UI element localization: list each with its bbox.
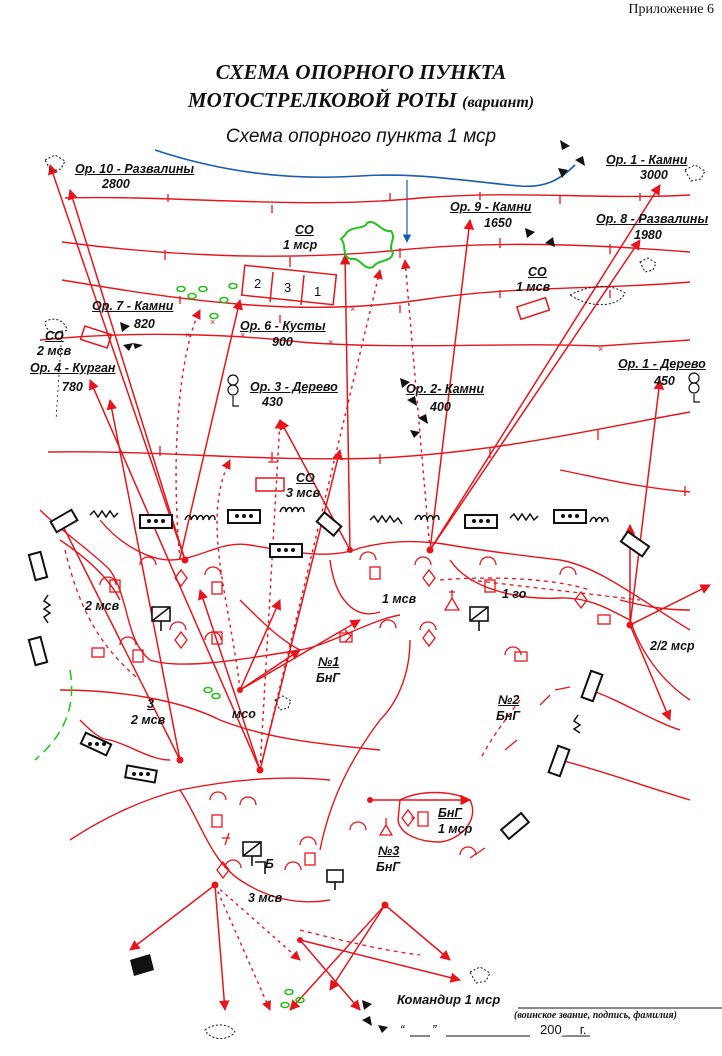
- bng1-label-top: №1: [318, 655, 340, 669]
- bng3-label-bottom: БнГ: [376, 860, 401, 874]
- co-3msv-label-bottom: 3 мсв: [286, 486, 321, 500]
- bng2-label-bottom: БнГ: [496, 709, 521, 723]
- position-dots: [176, 546, 634, 943]
- label-2-2msr: 2/2 мср: [650, 639, 695, 653]
- lines-small-triangles: [222, 590, 571, 859]
- landmark-4-label: Ор. 4 - Курган: [30, 361, 116, 375]
- landmark-2-label: Ор. 2- Камни: [406, 382, 484, 396]
- landmark-9-label: Ор. 9 - Камни: [450, 200, 532, 214]
- platoon-box-2: 2: [254, 276, 262, 291]
- fire-arrows: [48, 164, 711, 1012]
- green-dashed-line: [34, 669, 73, 761]
- svg-text:×: ×: [328, 337, 333, 347]
- landmark-7-distance: 820: [134, 317, 155, 331]
- label-b: Б: [265, 857, 274, 871]
- vehicle-positions: [91, 566, 611, 880]
- command-posts: [151, 606, 489, 890]
- landmark-3-distance: 430: [262, 395, 283, 409]
- landmark-3-label: Ор. 3 - Дерево: [250, 380, 338, 394]
- bng1-label-bottom: БнГ: [316, 671, 341, 685]
- co-2msv-label-bottom: 2 мсв: [37, 344, 72, 358]
- wire-crosses: × × × × × ×: [185, 304, 603, 354]
- landmark-8-distance: 1980: [634, 228, 662, 242]
- dashed-lines: [64, 549, 641, 956]
- date-open-quote: “: [400, 1022, 405, 1037]
- landmark-1b-label: Ор. 1 - Дерево: [618, 357, 706, 371]
- signature-lines: [410, 1007, 722, 1037]
- grass-ovals: [176, 282, 305, 1009]
- armor-dots: [88, 514, 579, 776]
- landmark-6-distance: 900: [272, 335, 293, 349]
- landmark-6-label: Ор. 6 - Кусты: [240, 319, 326, 333]
- platoon-box-3: 3: [284, 280, 292, 295]
- svg-text:×: ×: [350, 304, 355, 314]
- commander-signature-label: Командир 1 мср: [397, 992, 501, 1007]
- landmark-8-label: Ор. 8 - Развалины: [596, 212, 709, 226]
- svg-text:×: ×: [598, 344, 603, 354]
- co-1msv-label-top: СО: [528, 265, 547, 279]
- landmark-1-label: Ор. 1 - Камни: [606, 153, 688, 167]
- co-2msv-label-top: СО: [45, 329, 64, 343]
- landmark-1b-distance: 450: [654, 374, 675, 388]
- company-boxes: [79, 264, 551, 492]
- label-3-top: 3: [147, 697, 154, 711]
- label-2msv: 2 мсв: [85, 599, 120, 613]
- landmark-7-label: Ор. 7 - Камни: [92, 299, 174, 313]
- obstacle-lines: [39, 194, 691, 493]
- landmark-4-distance: 780: [62, 380, 83, 394]
- landmark-10-distance: 2800: [102, 177, 130, 191]
- title-line-2: МОТОСТРЕЛКОВОЙ РОТЫ (вариант): [0, 88, 722, 113]
- signature-hint: (воинское звание, подпись, фамилия): [514, 1010, 677, 1021]
- platoon-box-1: 1: [314, 284, 322, 299]
- co-1msv-label-bottom: 1 мсв: [516, 280, 551, 294]
- svg-text:×: ×: [240, 330, 245, 340]
- shrub-patch: [339, 221, 395, 269]
- landmark-10-label: Ор. 10 - Развалины: [75, 162, 195, 176]
- co-1msr-label-top: СО: [295, 223, 314, 237]
- landmark-2-distance: 400: [430, 400, 451, 414]
- bng2-label-top: №2: [498, 693, 520, 707]
- bng-1msr-label-top: БнГ: [438, 806, 463, 820]
- date-close-quote: ”: [432, 1022, 437, 1037]
- label-3msv: 3 мсв: [248, 891, 283, 905]
- dotted-fire-arrows: [175, 259, 431, 1011]
- label-1msv: 1 мсв: [382, 592, 417, 606]
- landmark-9-distance: 1650: [484, 216, 512, 230]
- co-1msr-label-bottom: 1 мср: [283, 238, 318, 252]
- firing-positions: [99, 551, 577, 871]
- appendix-label: Приложение 6: [628, 2, 714, 17]
- label-3-bottom: 2 мсв: [131, 713, 166, 727]
- svg-text:×: ×: [185, 330, 190, 340]
- co-3msv-label-top: СО: [296, 471, 315, 485]
- title-line-1: СХЕМА ОПОРНОГО ПУНКТА: [215, 60, 507, 84]
- label-mso: мсо: [232, 707, 256, 721]
- obstacle-ticks: [159, 192, 686, 496]
- ruin-symbols: [44, 154, 706, 1039]
- title-main: МОТОСТРЕЛКОВОЙ РОТЫ: [187, 88, 457, 112]
- bng-1msr-label-bottom: 1 мср: [438, 822, 473, 836]
- date-year: 200__ г.: [540, 1022, 587, 1037]
- scheme-subtitle: Схема опорного пункта 1 мср: [225, 126, 497, 147]
- bng3-label-top: №3: [378, 844, 400, 858]
- landmark-markers: [120, 140, 585, 1033]
- landmark-1-distance: 3000: [640, 168, 668, 182]
- title-variant: (вариант): [462, 94, 535, 111]
- label-1go: 1 го: [502, 587, 527, 601]
- trench-lines: [39, 509, 691, 903]
- wire-obstacles: [42, 506, 609, 734]
- tree-symbols: [227, 372, 700, 407]
- river-line: [154, 149, 576, 188]
- black-hatched-line: [55, 329, 63, 421]
- svg-text:×: ×: [210, 317, 215, 327]
